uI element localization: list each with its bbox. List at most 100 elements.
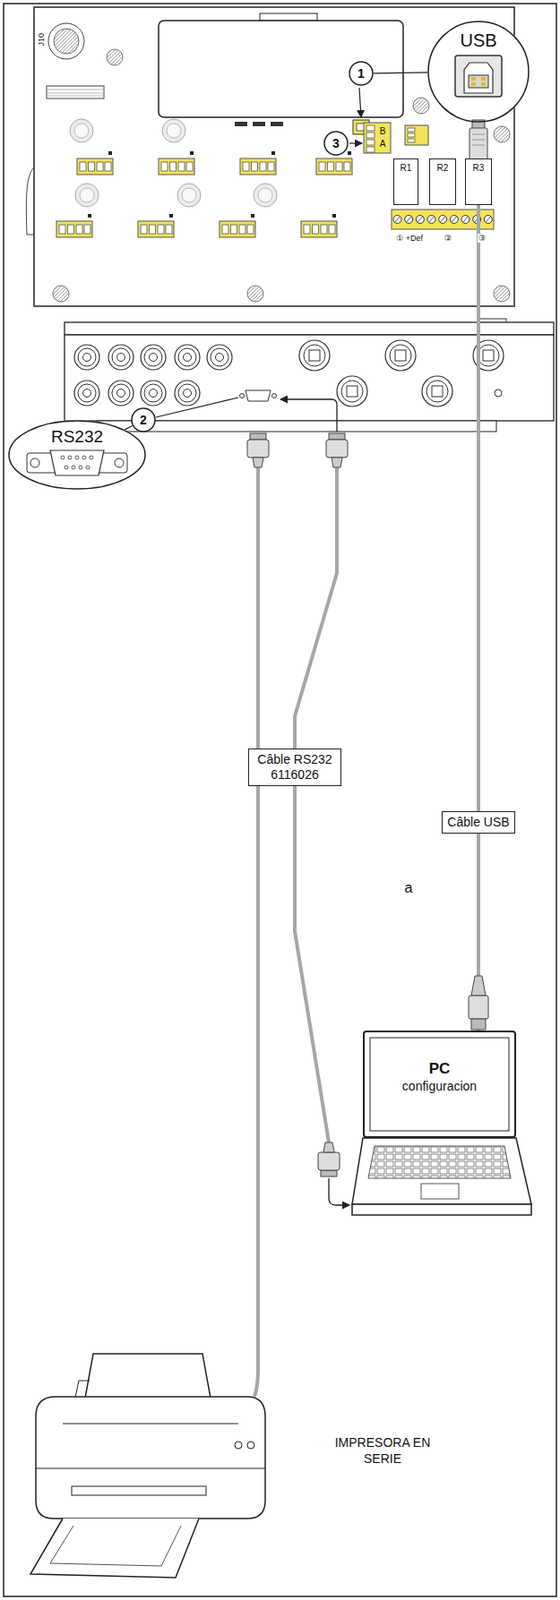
plug	[318, 1143, 340, 1178]
usb-cable	[476, 122, 481, 812]
laptop	[362, 1031, 517, 1139]
usb-plug	[471, 1019, 486, 1031]
usb-plug	[471, 976, 486, 997]
rs232-zoom-drawing	[60, 456, 65, 460]
cable	[254, 467, 337, 1398]
housing	[96, 421, 497, 432]
callout-number: 2	[130, 407, 156, 433]
circuit-board	[404, 125, 429, 146]
housing	[385, 340, 416, 371]
laptop	[368, 1146, 511, 1180]
device-name: PC	[429, 1059, 451, 1079]
device-name: IMPRESORA EN SERIE	[333, 1435, 432, 1468]
plug	[326, 433, 348, 468]
leader-line	[124, 426, 132, 431]
relay-name: R1	[394, 163, 418, 173]
circuit-board	[106, 49, 123, 66]
circuit-board	[158, 151, 195, 175]
circuit-board	[48, 23, 85, 60]
callout-arrow	[359, 87, 362, 118]
circuit-board	[234, 121, 248, 127]
usb-zoom-drawing	[471, 82, 476, 87]
plug	[328, 1179, 350, 1207]
connector-name: USB	[427, 29, 530, 52]
circuit-board	[301, 214, 337, 238]
leader-line	[155, 397, 239, 418]
circuit-board	[162, 119, 186, 143]
circuit-board	[46, 89, 104, 96]
circuit-board	[46, 86, 104, 99]
circuit-board	[366, 125, 375, 131]
rs232-zoom-drawing	[64, 465, 69, 470]
rs232-callout-outline	[8, 421, 146, 490]
usb-zoom-drawing	[427, 20, 530, 123]
circuit-board	[493, 285, 510, 302]
laptop	[352, 1138, 532, 1206]
circuit-board	[137, 214, 174, 238]
housing	[64, 318, 554, 432]
printer-illustration	[35, 1397, 266, 1520]
usb-plug	[472, 134, 485, 146]
circuit-board	[77, 151, 113, 175]
terminal-block: BA	[376, 125, 389, 153]
housing	[280, 399, 337, 432]
usb-zoom-drawing	[468, 75, 489, 88]
circuit-board	[53, 28, 79, 54]
rs232-zoom-drawing	[71, 465, 76, 470]
cable	[294, 467, 337, 1144]
rs232-zoom-drawing	[82, 456, 87, 460]
cable-name: Câble RS232 6116026	[253, 752, 336, 784]
plug	[247, 433, 350, 1207]
rs232-zoom-drawing	[89, 456, 94, 460]
leader-line	[373, 71, 428, 74]
circuit-board	[240, 151, 276, 175]
housing	[174, 380, 200, 406]
connector-name: J10	[36, 32, 46, 48]
relay-name: R2	[430, 163, 456, 173]
callout-arrow	[349, 142, 362, 144]
cable-name: Câble USB	[447, 815, 509, 831]
rs232-zoom-drawing	[68, 456, 72, 460]
housing	[64, 335, 554, 422]
circuit-board	[56, 214, 93, 238]
housing	[108, 380, 134, 406]
housing	[336, 376, 368, 407]
rs232-zoom-drawing	[8, 420, 147, 491]
circuit-board	[158, 20, 404, 118]
circuit-board	[177, 183, 201, 207]
printer-illustration	[71, 1487, 207, 1497]
circuit-board	[247, 285, 264, 302]
signal-name: A	[376, 137, 389, 151]
terminal-number: ③	[477, 233, 487, 243]
housing	[140, 380, 166, 406]
callout-number: 3	[332, 136, 340, 151]
usb-zoom-drawing	[481, 77, 486, 81]
circuit-board	[363, 122, 391, 154]
housing	[245, 390, 271, 402]
housing	[272, 394, 277, 399]
rs232-callout: RS232	[8, 420, 147, 491]
rs232-zoom-drawing	[78, 465, 83, 470]
circuit-board	[253, 183, 277, 207]
usb-zoom-drawing	[464, 62, 493, 94]
plug	[247, 433, 269, 468]
housing	[74, 380, 100, 406]
printer-illustration	[30, 1519, 199, 1579]
circuit-board	[366, 146, 375, 153]
printer-illustration	[50, 1526, 181, 1568]
usb-callout: USB	[427, 20, 530, 123]
laptop	[352, 1205, 532, 1216]
usb-zoom-drawing	[471, 77, 476, 81]
circuit-board	[366, 139, 375, 146]
circuit-board	[407, 128, 415, 132]
signal-name: B	[376, 125, 389, 138]
relay: R3	[465, 158, 492, 206]
laptop	[421, 1184, 459, 1200]
cable	[254, 467, 259, 1398]
housing	[422, 376, 453, 407]
circuit-board	[407, 138, 415, 143]
printer-illustration	[30, 1354, 266, 1579]
